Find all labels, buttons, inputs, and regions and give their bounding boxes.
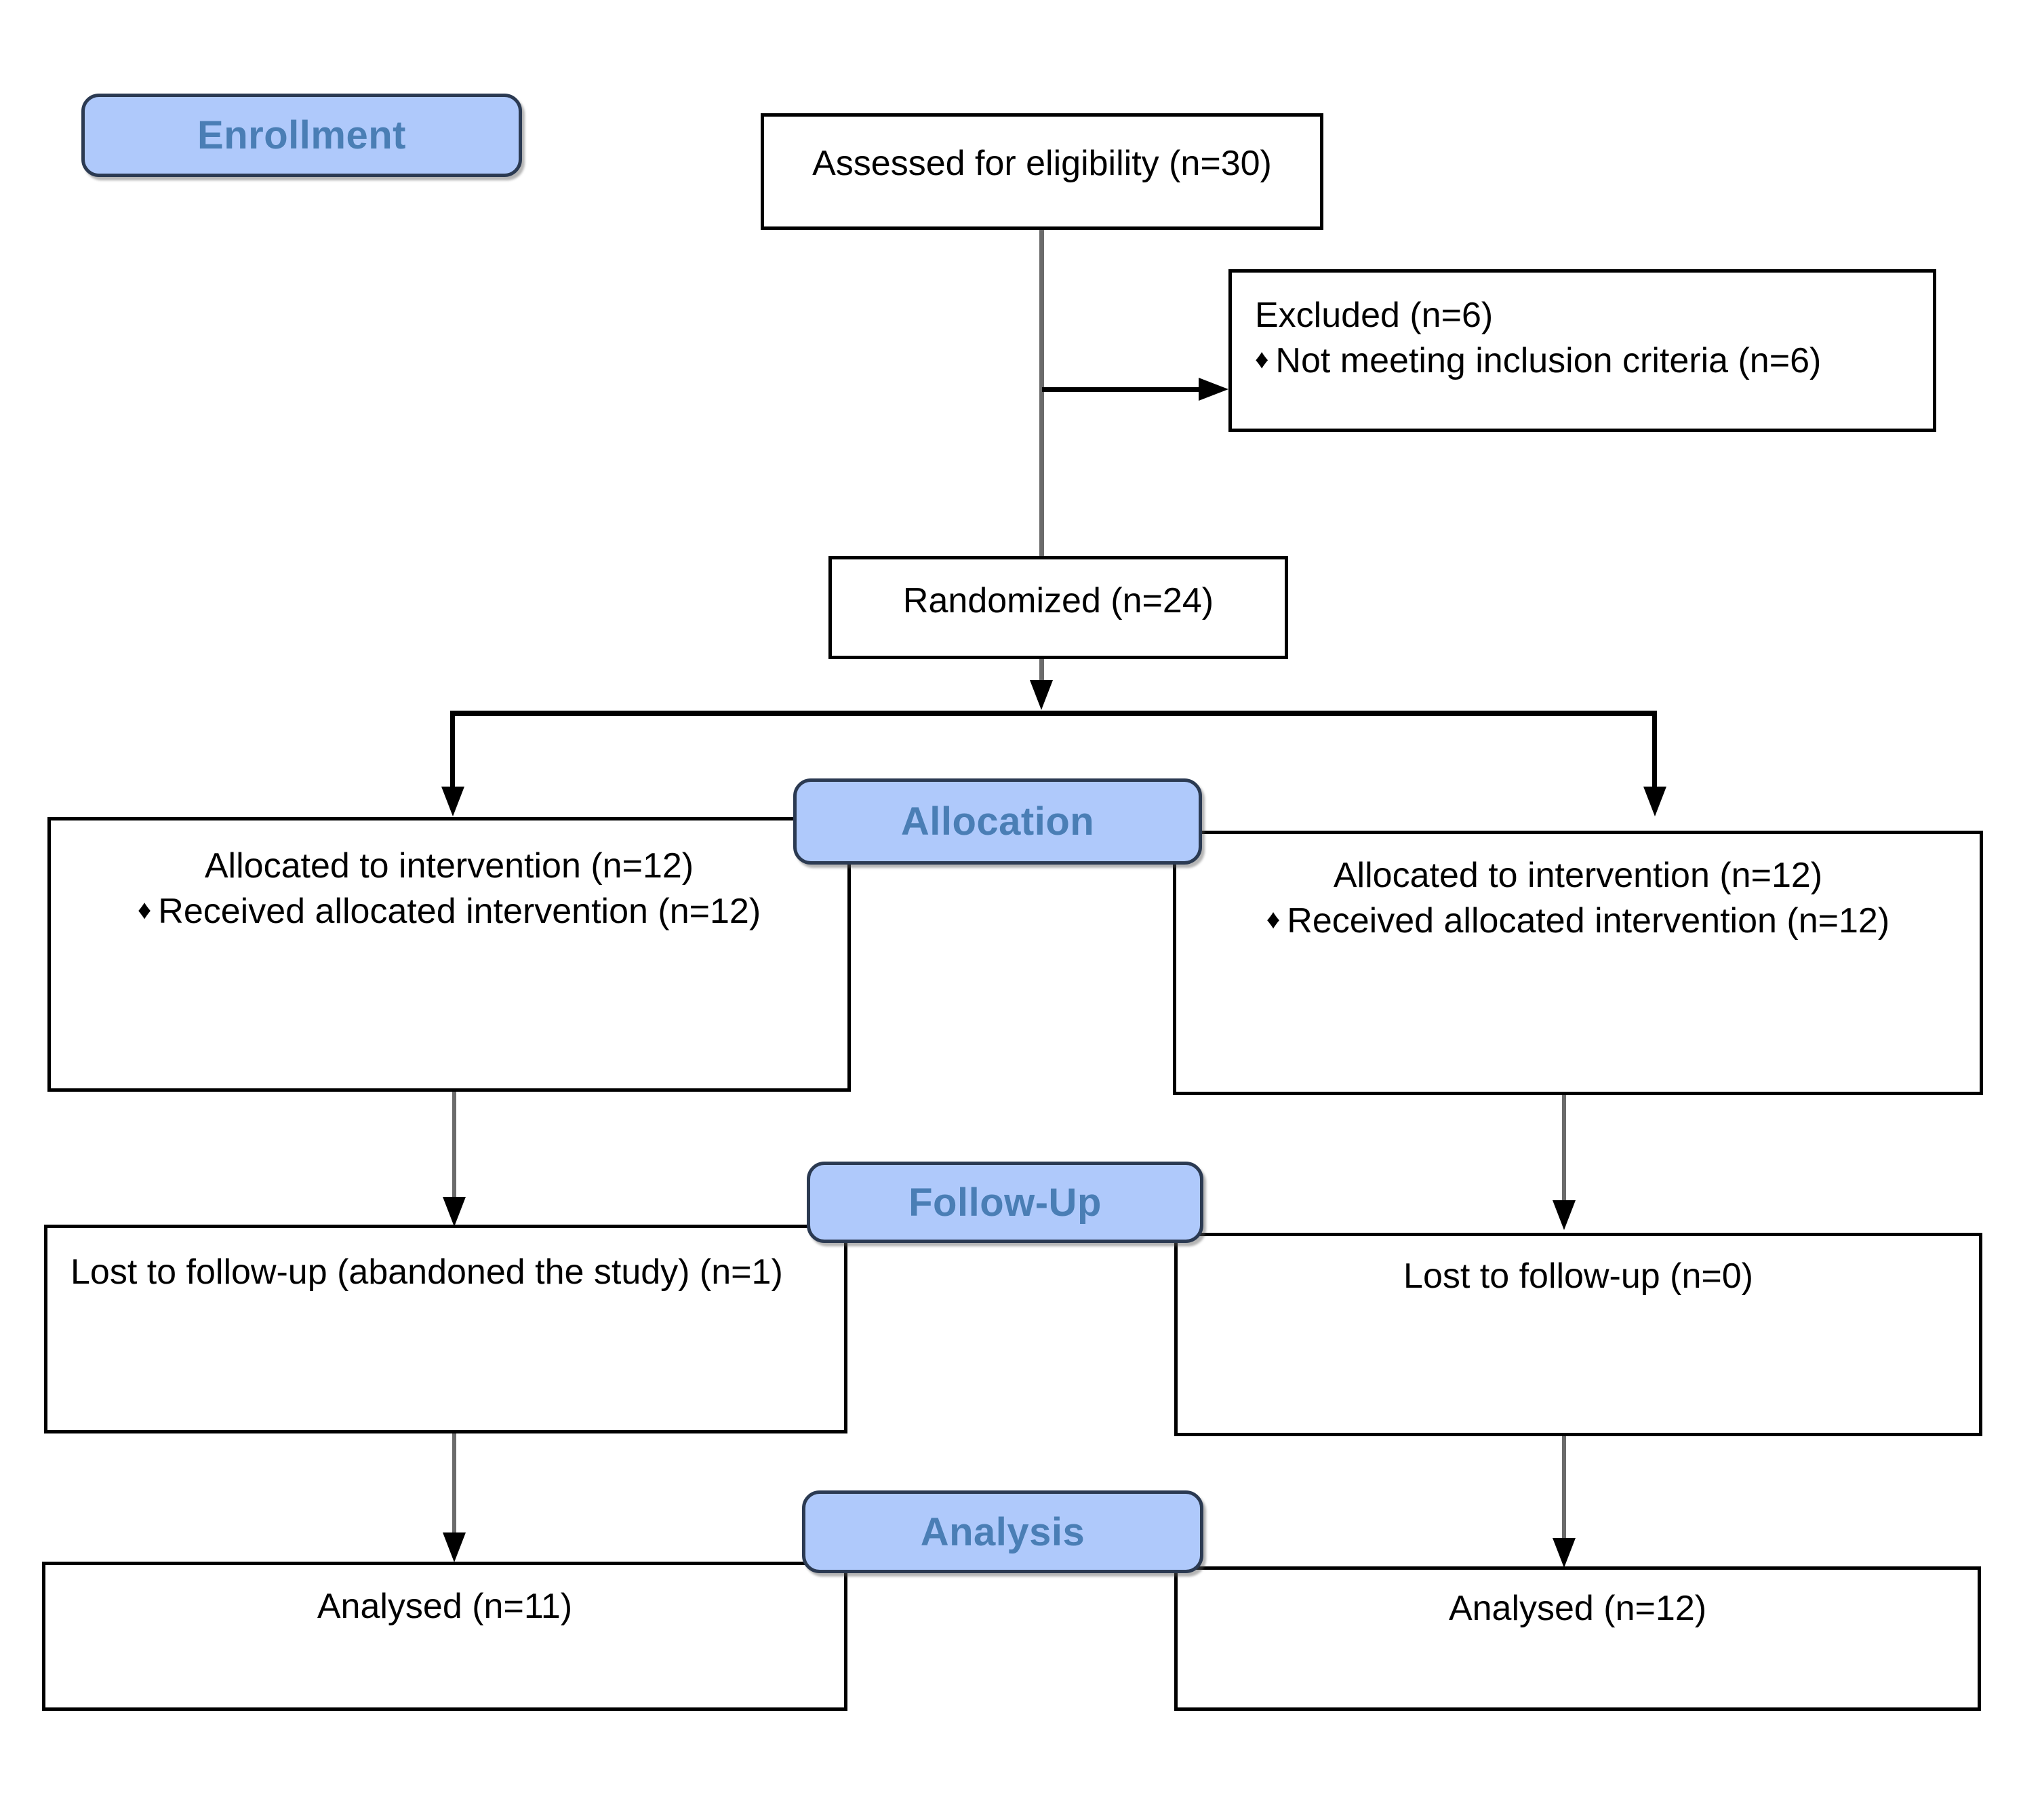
stage-banner-analysis: Analysis [802, 1490, 1203, 1573]
node-analysis-left-label: Analysed (n=11) [317, 1587, 573, 1626]
arrow-followup-right-to-analysis [1553, 1538, 1576, 1568]
connector-split-left-drop [450, 711, 455, 791]
stage-banner-followup: Follow-Up [807, 1162, 1203, 1243]
arrow-split-to-allocation-left [441, 787, 464, 816]
stage-banner-analysis-label: Analysis [920, 1509, 1085, 1554]
stage-banner-allocation: Allocation [793, 778, 1202, 865]
connector-randomized-down [1039, 659, 1044, 688]
node-excluded-reason-0-label: Not meeting inclusion criteria (n=6) [1275, 340, 1822, 380]
node-allocation-right-bullet-0-label: Received allocated intervention (n=12) [1287, 901, 1890, 941]
node-excluded-body: Excluded (n=6) ♦Not meeting inclusion cr… [1232, 273, 1933, 383]
node-allocation-left-body: Allocated to intervention (n=12) ♦Receiv… [51, 820, 847, 934]
node-randomized: Randomized (n=24) [828, 556, 1288, 659]
node-followup-right: Lost to follow-up (n=0) [1174, 1233, 1982, 1436]
bullet-diamond-icon: ♦ [1266, 904, 1281, 934]
connector-split-right-drop [1652, 711, 1657, 791]
node-excluded: Excluded (n=6) ♦Not meeting inclusion cr… [1228, 269, 1936, 432]
node-analysis-right-label: Analysed (n=12) [1448, 1589, 1707, 1628]
node-followup-right-label: Lost to follow-up (n=0) [1403, 1257, 1753, 1296]
arrow-randomized-to-split [1030, 680, 1053, 710]
node-randomized-label: Randomized (n=24) [902, 581, 1214, 620]
connector-assessed-to-excluded [1042, 387, 1200, 392]
node-excluded-heading: Excluded (n=6) [1255, 296, 1494, 335]
node-followup-left: Lost to follow-up (abandoned the study) … [44, 1225, 847, 1433]
bullet-diamond-icon: ♦ [137, 894, 152, 925]
arrow-to-excluded [1199, 378, 1228, 401]
arrow-split-to-allocation-right [1643, 787, 1666, 816]
arrow-allocation-right-to-followup [1553, 1200, 1576, 1230]
bullet-diamond-icon: ♦ [1255, 344, 1269, 374]
connector-allocation-right-to-followup [1562, 1095, 1566, 1207]
stage-banner-allocation-label: Allocation [900, 799, 1095, 844]
arrow-followup-left-to-analysis [443, 1532, 466, 1562]
stage-banner-enrollment-label: Enrollment [197, 113, 406, 157]
connector-allocation-left-to-followup [452, 1092, 456, 1204]
node-allocation-left: Allocated to intervention (n=12) ♦Receiv… [47, 817, 851, 1092]
node-allocation-right-bullet-0: ♦Received allocated intervention (n=12) [1199, 898, 1957, 944]
node-assessed-label: Assessed for eligibility (n=30) [812, 144, 1272, 183]
node-allocation-right: Allocated to intervention (n=12) ♦Receiv… [1173, 831, 1983, 1095]
node-allocation-left-bullet-0-label: Received allocated intervention (n=12) [158, 891, 761, 931]
node-allocation-right-heading: Allocated to intervention (n=12) [1333, 856, 1823, 895]
node-assessed-for-eligibility: Assessed for eligibility (n=30) [761, 113, 1323, 230]
connector-split-bar [450, 711, 1657, 716]
connector-assessed-to-randomized [1039, 230, 1044, 582]
connector-followup-right-to-analysis [1562, 1432, 1566, 1544]
node-allocation-left-heading: Allocated to intervention (n=12) [204, 846, 694, 886]
node-allocation-left-bullet-0: ♦Received allocated intervention (n=12) [74, 889, 824, 934]
node-analysis-left: Analysed (n=11) [42, 1562, 847, 1711]
node-excluded-reason-0: ♦Not meeting inclusion criteria (n=6) [1255, 338, 1910, 384]
connector-followup-left-to-analysis [452, 1433, 456, 1539]
node-followup-left-label: Lost to follow-up (abandoned the study) … [71, 1252, 783, 1292]
stage-banner-followup-label: Follow-Up [908, 1180, 1102, 1225]
stage-banner-enrollment: Enrollment [81, 94, 522, 177]
arrow-allocation-left-to-followup [443, 1197, 466, 1227]
node-allocation-right-body: Allocated to intervention (n=12) ♦Receiv… [1176, 834, 1980, 943]
node-analysis-right: Analysed (n=12) [1174, 1566, 1981, 1711]
